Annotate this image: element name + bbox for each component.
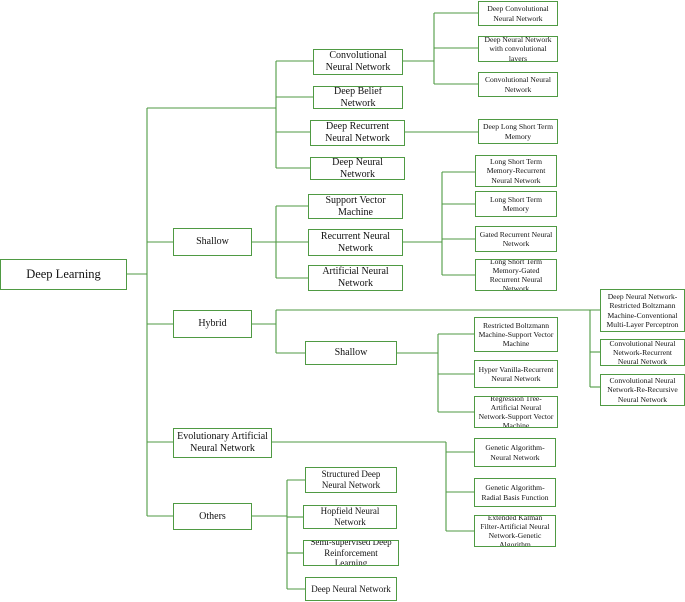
node-hybrid: Hybrid xyxy=(173,310,252,338)
node-ekf-ann-ga: Extended Kalman Filter-Artificial Neural… xyxy=(474,515,556,547)
node-hopfield-neural-network: Hopfield Neural Network xyxy=(303,505,397,529)
node-hyper-vanilla-rnn: Hyper Vanilla-Recurrent Neural Network xyxy=(474,360,558,388)
node-recurrent-neural-network: Recurrent Neural Network xyxy=(308,229,403,256)
node-lstm-recurrent-neural-network: Long Short Term Memory-Recurrent Neural … xyxy=(475,155,557,187)
node-evolutionary-ann: Evolutionary Artificial Neural Network xyxy=(173,428,272,458)
node-others-deep-neural-network: Deep Neural Network xyxy=(305,577,397,601)
node-others: Others xyxy=(173,503,252,530)
node-regression-tree-ann-svm: Regression Tree-Artificial Neural Networ… xyxy=(474,396,558,428)
node-gated-recurrent-neural-network: Gated Recurrent Neural Network xyxy=(475,226,557,252)
node-convolutional-neural-network-leaf: Convolutional Neural Network xyxy=(478,72,558,97)
node-cnn-rnn: Convolutional Neural Network-Recurrent N… xyxy=(600,339,685,366)
node-structured-deep-neural-network: Structured Deep Neural Network xyxy=(305,467,397,493)
node-convolutional-neural-network: Convolutional Neural Network xyxy=(313,49,403,75)
node-deep-belief-network: Deep Belief Network xyxy=(313,86,403,109)
node-artificial-neural-network: Artificial Neural Network xyxy=(308,265,403,291)
node-hybrid-shallow: Shallow xyxy=(305,341,397,365)
node-dnn-rbm-conventional-mlp: Deep Neural Network-Restricted Boltzmann… xyxy=(600,289,685,332)
node-cnn-re-recursive-nn: Convolutional Neural Network-Re-Recursiv… xyxy=(600,374,685,406)
node-long-short-term-memory: Long Short Term Memory xyxy=(475,191,557,217)
node-rbm-svm: Restricted Boltzmann Machine-Support Vec… xyxy=(474,317,558,352)
node-lstm-gated-recurrent-neural-network: Long Short Term Memory-Gated Recurrent N… xyxy=(475,259,557,291)
node-semi-supervised-deep-rl: Semi-supervised Deep Reinforcement Learn… xyxy=(303,540,399,566)
node-ga-radial-basis-function: Genetic Algorithm-Radial Basis Function xyxy=(474,478,556,507)
node-deep-long-short-term-memory: Deep Long Short Term Memory xyxy=(478,119,558,144)
root-node-deep-learning: Deep Learning xyxy=(0,259,127,290)
node-support-vector-machine: Support Vector Machine xyxy=(308,194,403,219)
node-deep-recurrent-neural-network: Deep Recurrent Neural Network xyxy=(310,120,405,146)
node-deep-convolutional-neural-network: Deep Convolutional Neural Network xyxy=(478,1,558,26)
node-shallow: Shallow xyxy=(173,228,252,256)
node-deep-nn-with-conv-layers: Deep Neural Network with convolutional l… xyxy=(478,36,558,62)
node-deep-neural-network: Deep Neural Network xyxy=(310,157,405,180)
node-ga-neural-network: Genetic Algorithm- Neural Network xyxy=(474,438,556,467)
